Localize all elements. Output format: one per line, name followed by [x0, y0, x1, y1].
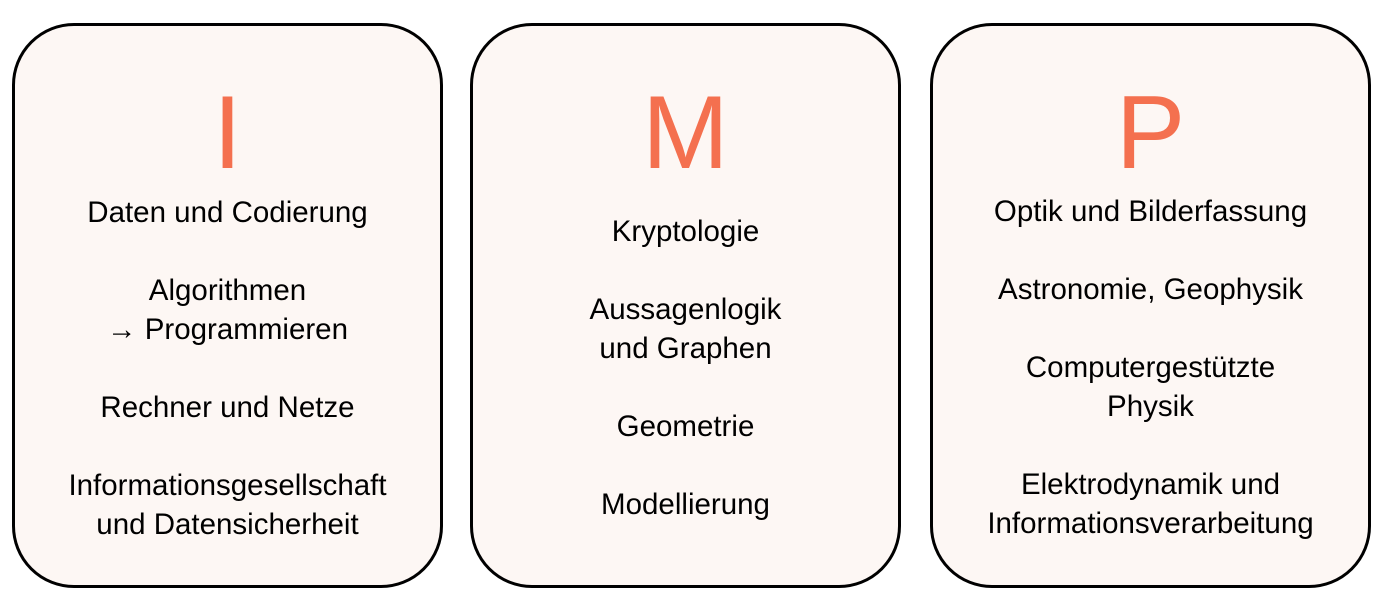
topic-item: Astronomie, Geophysik	[933, 270, 1368, 309]
topic-line: Computergestützte	[1025, 351, 1276, 384]
topic-line: Aussagenlogik	[589, 293, 782, 326]
topic-line: Optik und Bilderfassung	[993, 195, 1308, 228]
card-letter: P	[1115, 75, 1186, 191]
topic-item: Elektrodynamik und Informationsverarbeit…	[933, 465, 1368, 543]
topic-item: Informationsgesellschaft und Datensicher…	[15, 466, 440, 544]
topic-line: Informationsgesellschaft	[68, 469, 387, 502]
card-mathematik: M Kryptologie Aussagenlogik und Graphen …	[470, 23, 901, 588]
card-letter: I	[213, 75, 242, 191]
topic-line: Algorithmen	[148, 274, 307, 307]
topic-item: Kryptologie	[473, 212, 898, 251]
topic-line: Informationsverarbeitung	[987, 507, 1314, 540]
topic-line: Geometrie	[616, 410, 755, 443]
topic-line: Modellierung	[601, 488, 770, 521]
topic-item: Computergestützte Physik	[933, 348, 1368, 426]
topic-item: Daten und Codierung	[15, 193, 440, 232]
topic-line: Astronomie, Geophysik	[998, 273, 1303, 306]
topic-item: Algorithmen → Programmieren	[15, 271, 440, 349]
topic-item: Rechner und Netze	[15, 388, 440, 427]
card-informatik: I Daten und Codierung Algorithmen → Prog…	[12, 23, 443, 588]
topic-item: Modellierung	[473, 485, 898, 524]
card-letter: M	[642, 75, 729, 191]
topic-line: Physik	[1107, 390, 1194, 423]
topic-line: Daten und Codierung	[87, 196, 368, 229]
topic-line: Elektrodynamik und	[1020, 468, 1281, 501]
topic-line: Rechner und Netze	[100, 391, 355, 424]
topic-line: Kryptologie	[611, 215, 760, 248]
topic-item: Aussagenlogik und Graphen	[473, 290, 898, 368]
topic-line: und Datensicherheit	[96, 508, 359, 541]
topic-line: → Programmieren	[107, 313, 348, 346]
topic-item: Optik und Bilderfassung	[933, 192, 1368, 231]
topic-item: Geometrie	[473, 407, 898, 446]
card-physik: P Optik und Bilderfassung Astronomie, Ge…	[930, 23, 1371, 588]
topic-line: und Graphen	[599, 332, 772, 365]
